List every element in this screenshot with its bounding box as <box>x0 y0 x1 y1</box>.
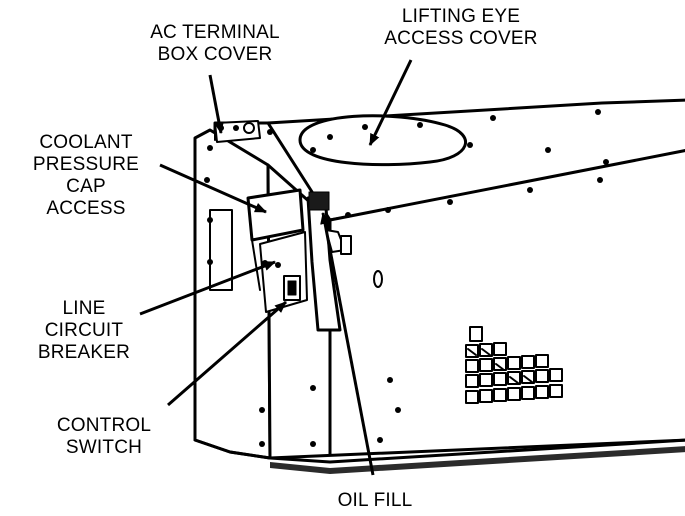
leader-line-circuit-breaker <box>139 260 276 316</box>
coolant-cap-access-box <box>246 188 305 242</box>
label-line: BREAKER <box>37 342 131 363</box>
fastener-dots <box>204 109 609 447</box>
label-line: CONTROL <box>56 415 152 436</box>
lifting-eye-access-cover-panel <box>298 114 467 167</box>
label-oil-fill: OIL FILL <box>320 490 430 512</box>
base-skid <box>193 438 685 464</box>
label-ac-terminal-box-cover: AC TERMINAL BOX COVER <box>122 22 308 66</box>
label-line: SWITCH <box>65 437 143 458</box>
leader-lifting-eye-access-cover <box>368 59 413 146</box>
leader-coolant-pressure-cap-access <box>159 163 267 214</box>
label-line: AC TERMINAL <box>150 22 280 43</box>
label-coolant-pressure-cap-access: COOLANT PRESSURE CAP ACCESS <box>16 132 156 220</box>
label-line: CIRCUIT <box>44 320 124 341</box>
label-line: PRESSURE <box>32 154 140 175</box>
ac-terminal-box-cover-panel <box>214 120 261 143</box>
label-line: OIL FILL <box>337 490 413 511</box>
label-line: LINE <box>62 298 106 319</box>
louver-grid <box>465 326 563 404</box>
label-line: LIFTING EYE <box>401 6 521 27</box>
label-line: BOX COVER <box>157 44 273 65</box>
label-line-circuit-breaker: LINE CIRCUIT BREAKER <box>24 298 144 364</box>
label-line: CAP <box>66 176 106 197</box>
label-control-switch: CONTROL SWITCH <box>44 415 164 459</box>
leader-control-switch <box>167 300 287 407</box>
label-lifting-eye-access-cover: LIFTING EYE ACCESS COVER <box>368 6 554 50</box>
leader-ac-terminal-box-cover <box>208 74 224 134</box>
label-line: COOLANT <box>39 132 133 153</box>
leader-oil-fill <box>320 212 375 476</box>
label-line: ACCESS COVER <box>384 28 538 49</box>
label-line: ACCESS <box>46 198 126 219</box>
